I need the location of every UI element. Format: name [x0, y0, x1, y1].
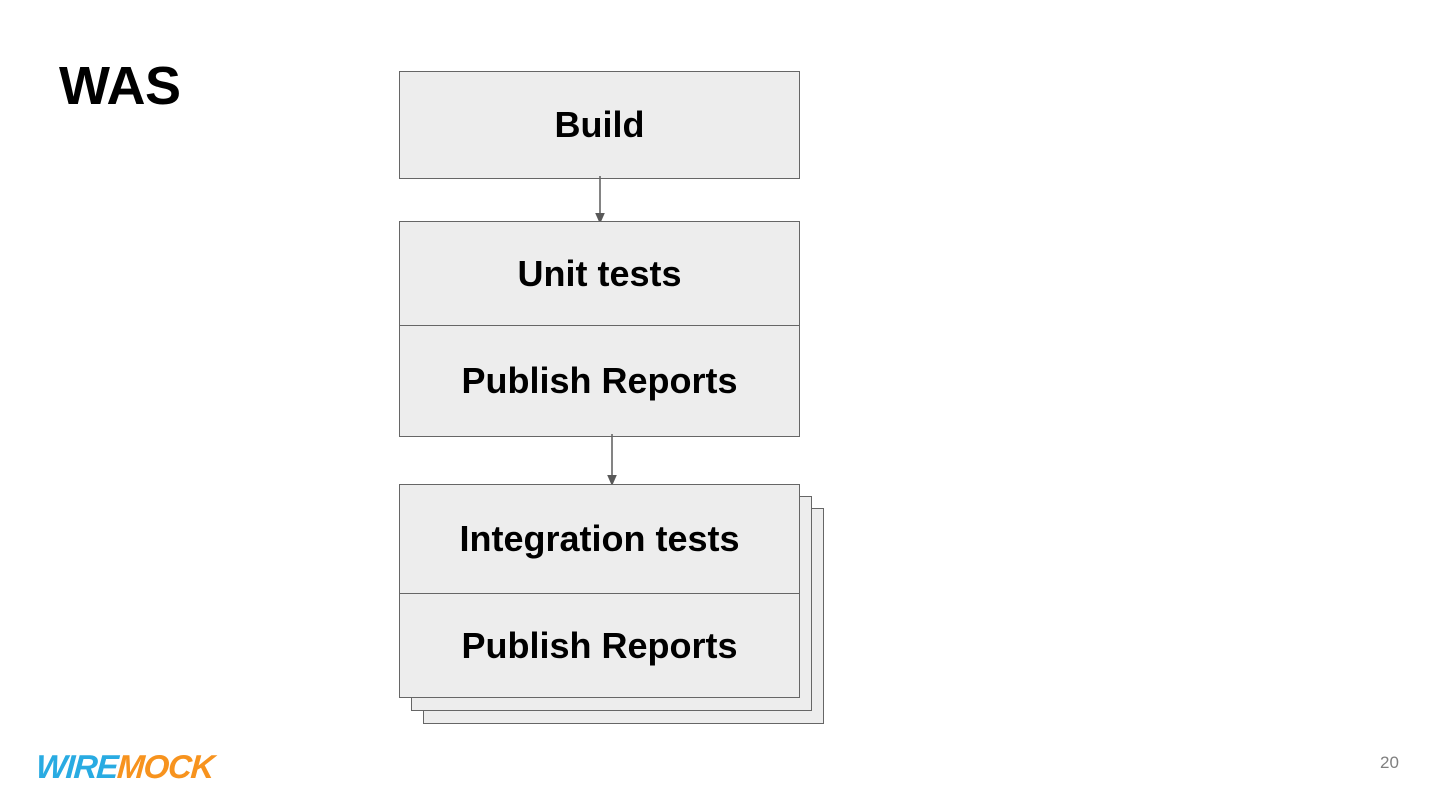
node-integration-tests[interactable]: Integration tests [399, 484, 800, 594]
node-unit-tests[interactable]: Unit tests [399, 221, 800, 326]
wiremock-logo-wire: WIRE [34, 748, 119, 785]
page-number: 20 [1380, 753, 1399, 772]
node-integration-tests-label: Integration tests [459, 518, 740, 559]
page-title: WAS [59, 56, 181, 116]
arrow-publish-reports-to-integration-tests [607, 434, 617, 486]
arrow-build-to-unit-tests [595, 176, 605, 224]
wiremock-logo-mock: MOCK [116, 748, 215, 785]
node-publish-reports-integration-label: Publish Reports [461, 624, 738, 666]
node-build-label: Build [554, 104, 645, 145]
node-build[interactable]: Build [399, 71, 800, 179]
node-publish-reports-unit-label: Publish Reports [461, 360, 738, 401]
wiremock-logo: WIREMOCK [34, 748, 215, 785]
node-publish-reports-integration[interactable]: Publish Reports [399, 593, 800, 698]
node-unit-tests-label: Unit tests [517, 252, 682, 294]
node-publish-reports-unit[interactable]: Publish Reports [399, 325, 800, 437]
